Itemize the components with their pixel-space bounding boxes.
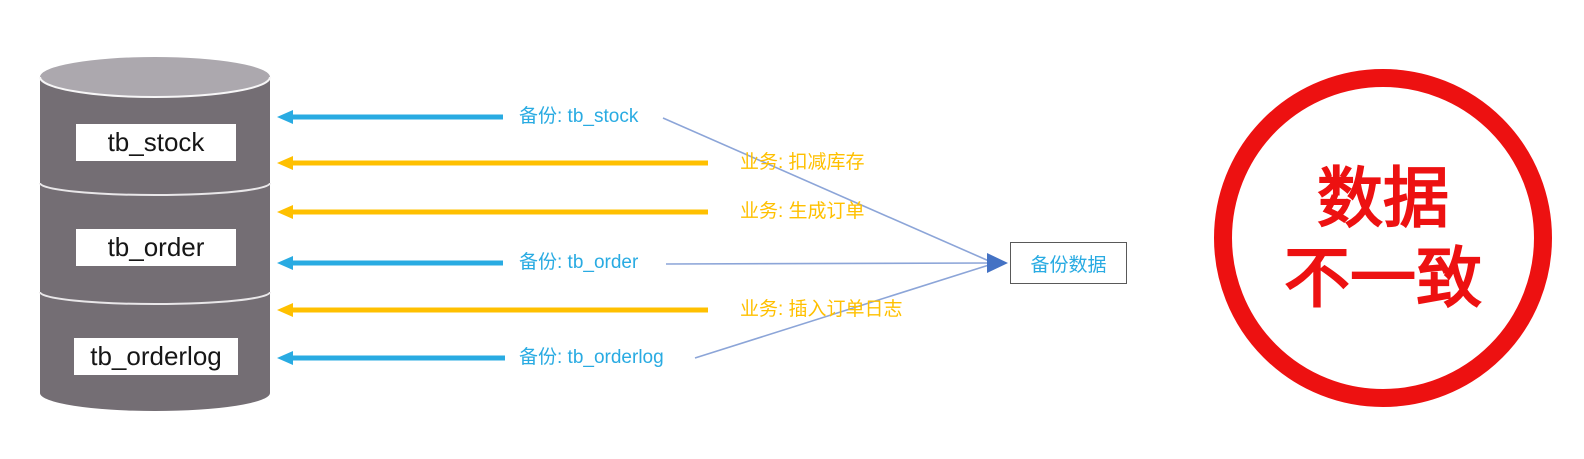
- business-arrow-insert-orderlog-icon: [277, 303, 708, 317]
- connector-arrowhead-icon: [987, 253, 1008, 273]
- warning-text-line2: 不一致: [1284, 241, 1482, 315]
- warning-circle: 数据 不一致: [1214, 69, 1552, 407]
- table-label-tb-order: tb_order: [76, 229, 236, 266]
- backup-arrow-tb-order-icon: [277, 256, 503, 270]
- table-label-tb-stock: tb_stock: [76, 124, 236, 161]
- backup-arrow-tb-stock-icon: [277, 110, 503, 124]
- business-arrow-deduct-stock-icon: [277, 156, 708, 170]
- business-flow-label-deduct-stock: 业务: 扣减库存: [740, 152, 865, 173]
- backup-flow-label-tb-stock: 备份: tb_stock: [519, 106, 639, 127]
- backup-flow-label-tb-order: 备份: tb_order: [519, 252, 639, 273]
- connector-lines: [662, 117, 1008, 359]
- business-flow-label-create-order: 业务: 生成订单: [740, 201, 865, 222]
- warning-text-line1: 数据: [1317, 161, 1449, 235]
- business-flow-label-insert-orderlog: 业务: 插入订单日志: [740, 299, 903, 320]
- backup-data-box: 备份数据: [1010, 242, 1127, 284]
- table-label-tb-orderlog: tb_orderlog: [74, 338, 238, 375]
- backup-arrow-tb-orderlog-icon: [277, 351, 505, 365]
- business-arrow-create-order-icon: [277, 205, 708, 219]
- backup-flow-label-tb-orderlog: 备份: tb_orderlog: [519, 347, 664, 368]
